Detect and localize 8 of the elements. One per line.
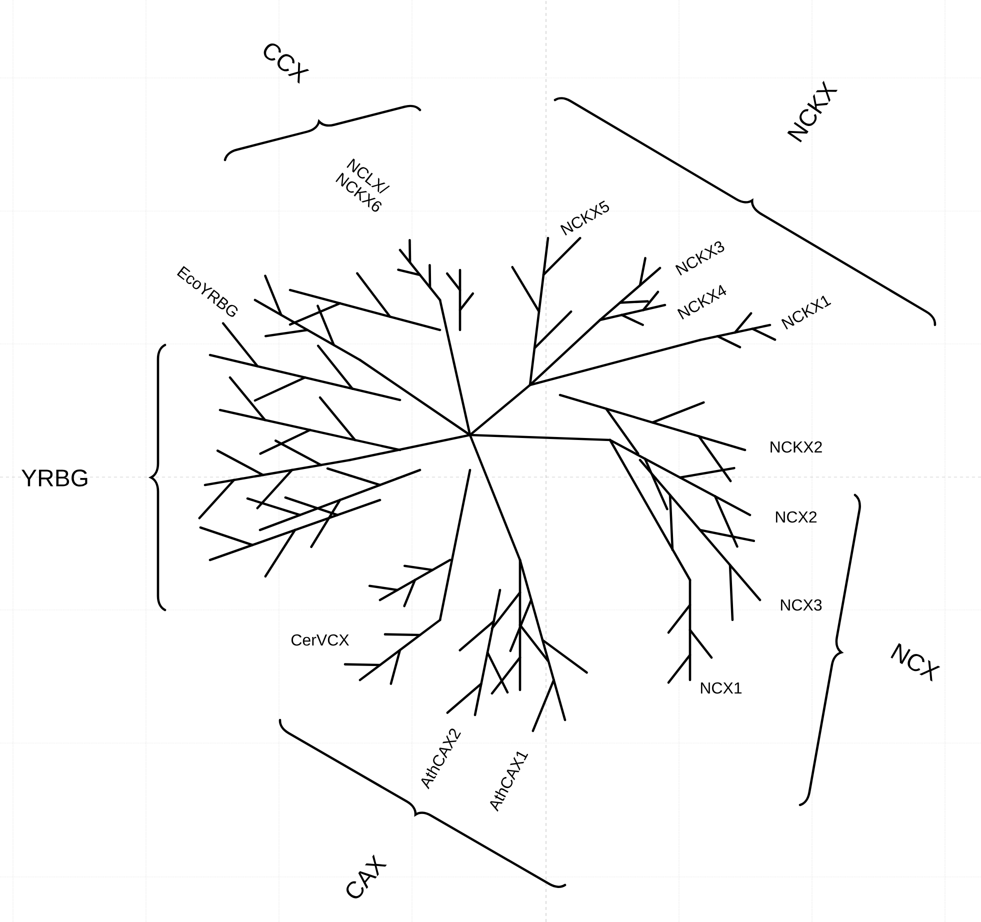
leaf-label: NCX3 xyxy=(781,599,822,611)
group-label: CCX xyxy=(264,43,310,84)
leaf-label: CerVCX xyxy=(291,634,349,646)
leaf-label: NCX2 xyxy=(776,511,817,523)
group-label: NCX xyxy=(890,643,940,682)
leaf-label: NCX1 xyxy=(701,682,742,694)
group-label: YRBG xyxy=(22,470,88,486)
leaf-label: NCKX2 xyxy=(770,441,822,453)
